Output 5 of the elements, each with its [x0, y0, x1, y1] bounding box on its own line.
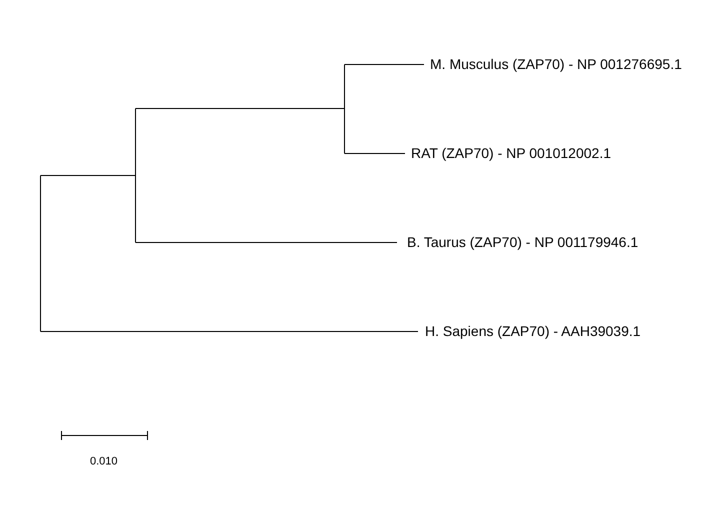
scale-label: 0.010 [90, 456, 118, 468]
taxon-label: RAT (ZAP70) - NP 001012002.1 [411, 146, 611, 160]
taxon-label: H. Sapiens (ZAP70) - AAH39039.1 [425, 324, 641, 338]
taxon-label: B. Taurus (ZAP70) - NP 001179946.1 [407, 235, 638, 249]
taxon-label: M. Musculus (ZAP70) - NP 001276695.1 [430, 57, 682, 71]
